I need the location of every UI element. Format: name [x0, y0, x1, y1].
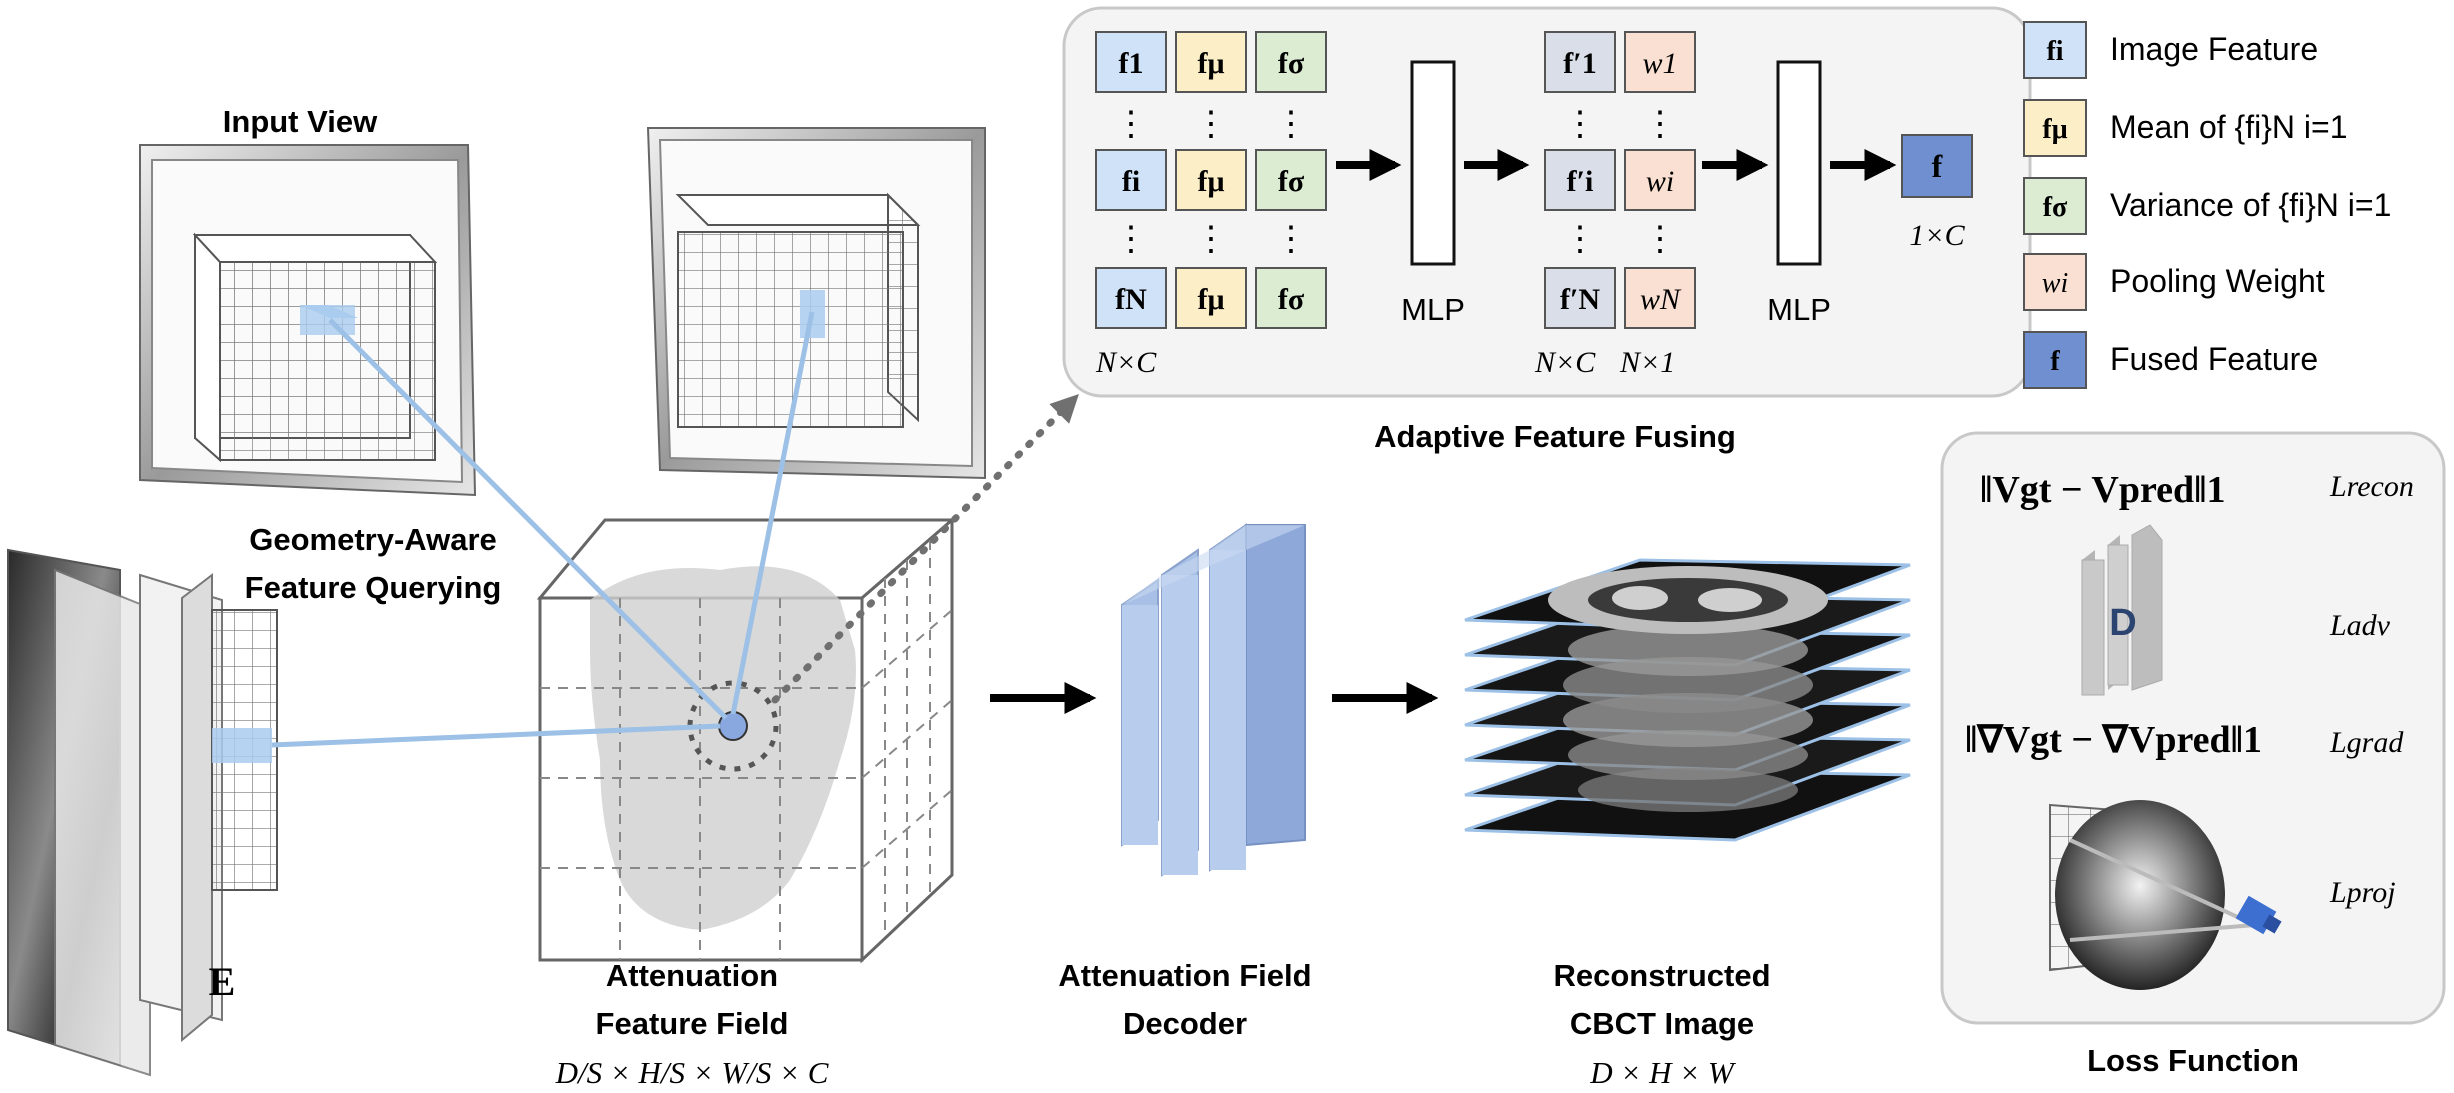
feature-field-cube: [536, 516, 957, 964]
recon-loss-expr: ‖Vgt − Vpred‖1: [1980, 469, 2225, 511]
mean-feature-label: fμ: [1198, 283, 1225, 316]
adaptive-fusing-panel: f1 fi fN fμ fμ fμ fσ fσ fσ ⋮ ⋮ ⋮: [1062, 6, 2032, 398]
vertical-dots: ⋮: [1563, 221, 1597, 258]
decoder-block: [1121, 523, 1306, 877]
pooling-weight-column: w1 wi wN: [1624, 31, 1696, 329]
pooling-weight-label: wN: [1640, 283, 1682, 316]
input-dim-label: N×C: [1095, 346, 1157, 379]
vertical-dots: ⋮: [1274, 221, 1308, 258]
vertical-dots: ⋮: [1114, 106, 1148, 143]
mlp-block-2: [1776, 60, 1822, 266]
legend-symbol: wi: [2042, 268, 2068, 299]
prime-feature-label: f′i: [1567, 165, 1594, 198]
feature-fN-label: fN: [1115, 283, 1147, 316]
prime-feature-label: f′1: [1563, 47, 1596, 80]
image-feature-column: f1 fi fN: [1095, 31, 1167, 329]
projection-illustration: [2049, 800, 2282, 990]
decoder-label-line2: Decoder: [1123, 1006, 1247, 1041]
input-view-label: Input View: [223, 104, 378, 139]
discriminator-block: [2081, 524, 2163, 696]
adv-loss-name: Ladv: [2329, 609, 2391, 642]
recon-loss-name: Lrecon: [2329, 470, 2414, 503]
legend: fi Image Feature fμ Mean of {fi}N i=1 fσ…: [2023, 21, 2391, 389]
fused-feature-box: [1901, 134, 1973, 198]
cbct-stack: [1464, 558, 1911, 842]
input-view-2: [646, 127, 986, 480]
legend-text: Mean of {fi}N i=1: [2110, 109, 2347, 145]
dotted-arrow-to-fusing: [771, 394, 1079, 704]
feature-field-label-line2: Feature Field: [596, 1006, 789, 1041]
legend-symbol: fi: [2046, 36, 2063, 67]
vertical-dots: ⋮: [1114, 221, 1148, 258]
decoder-label-line1: Attenuation Field: [1058, 958, 1311, 993]
vertical-dots: ⋮: [1563, 106, 1597, 143]
mean-feature-column: fμ fμ fμ: [1175, 31, 1247, 329]
prime-feature-label: f′N: [1560, 283, 1600, 316]
proj-loss-name: Lproj: [2329, 876, 2396, 909]
variance-feature-label: fσ: [1278, 165, 1305, 198]
vertical-dots: ⋮: [1194, 221, 1228, 258]
feature-field-label-line1: Attenuation: [606, 958, 778, 993]
output-dim-label: 1×C: [1909, 219, 1965, 252]
vertical-dots: ⋮: [1194, 106, 1228, 143]
legend-symbol: fσ: [2043, 192, 2068, 223]
legend-text: Variance of {fi}N i=1: [2110, 187, 2391, 223]
legend-text: Image Feature: [2110, 31, 2318, 67]
legend-text: Fused Feature: [2110, 341, 2318, 377]
vertical-dots: ⋮: [1274, 106, 1308, 143]
cbct-dim: D × H × W: [1589, 1055, 1737, 1090]
query-rays: [271, 311, 815, 748]
weight-dim-label: N×1: [1619, 346, 1675, 379]
legend-text: Pooling Weight: [2110, 263, 2325, 299]
cbct-label-line2: CBCT Image: [1570, 1006, 1754, 1041]
xray-projection: [7, 548, 278, 1077]
pooling-weight-label: w1: [1642, 47, 1677, 80]
mlp-block-1: [1410, 60, 1456, 266]
legend-symbol: f: [2050, 346, 2060, 377]
feature-fi-label: fi: [1122, 165, 1140, 198]
mean-feature-label: fμ: [1198, 165, 1225, 198]
adaptive-fusing-title: Adaptive Feature Fusing: [1374, 419, 1736, 454]
grad-loss-name: Lgrad: [2329, 726, 2404, 759]
mlp-label-2: MLP: [1767, 292, 1831, 327]
fused-feature-label: f: [1932, 148, 1943, 184]
feature-f1-label: f1: [1119, 47, 1144, 80]
grad-loss-expr: ‖∇Vgt − ∇Vpred‖1: [1965, 719, 2262, 761]
cbct-label-line1: Reconstructed: [1553, 958, 1770, 993]
feature-field-dim: D/S × H/S × W/S × C: [555, 1055, 829, 1090]
variance-feature-label: fσ: [1278, 47, 1305, 80]
mid-dim-label: N×C: [1534, 346, 1596, 379]
variance-feature-label: fσ: [1278, 283, 1305, 316]
querying-label-line1: Geometry-Aware: [249, 522, 497, 557]
vertical-dots: ⋮: [1643, 106, 1677, 143]
variance-feature-column: fσ fσ fσ: [1255, 31, 1327, 329]
mean-feature-label: fμ: [1198, 47, 1225, 80]
prime-feature-column: f′1 f′i f′N: [1544, 31, 1616, 329]
mlp-label-1: MLP: [1401, 292, 1465, 327]
input-view-1: [139, 144, 477, 497]
loss-panel: ‖Vgt − Vpred‖1 Lrecon D Ladv ‖∇Vgt − ∇Vp…: [1940, 431, 2446, 1025]
encoder-label: E: [209, 959, 236, 1004]
vertical-dots: ⋮: [1643, 221, 1677, 258]
discriminator-label: D: [2109, 602, 2136, 644]
querying-label-line2: Feature Querying: [245, 570, 502, 605]
loss-panel-title: Loss Function: [2087, 1043, 2299, 1078]
column-dots: ⋮ ⋮ ⋮ ⋮ ⋮ ⋮ ⋮ ⋮ ⋮ ⋮: [1114, 106, 1677, 258]
pooling-weight-label: wi: [1646, 165, 1674, 198]
legend-symbol: fμ: [2042, 114, 2067, 145]
